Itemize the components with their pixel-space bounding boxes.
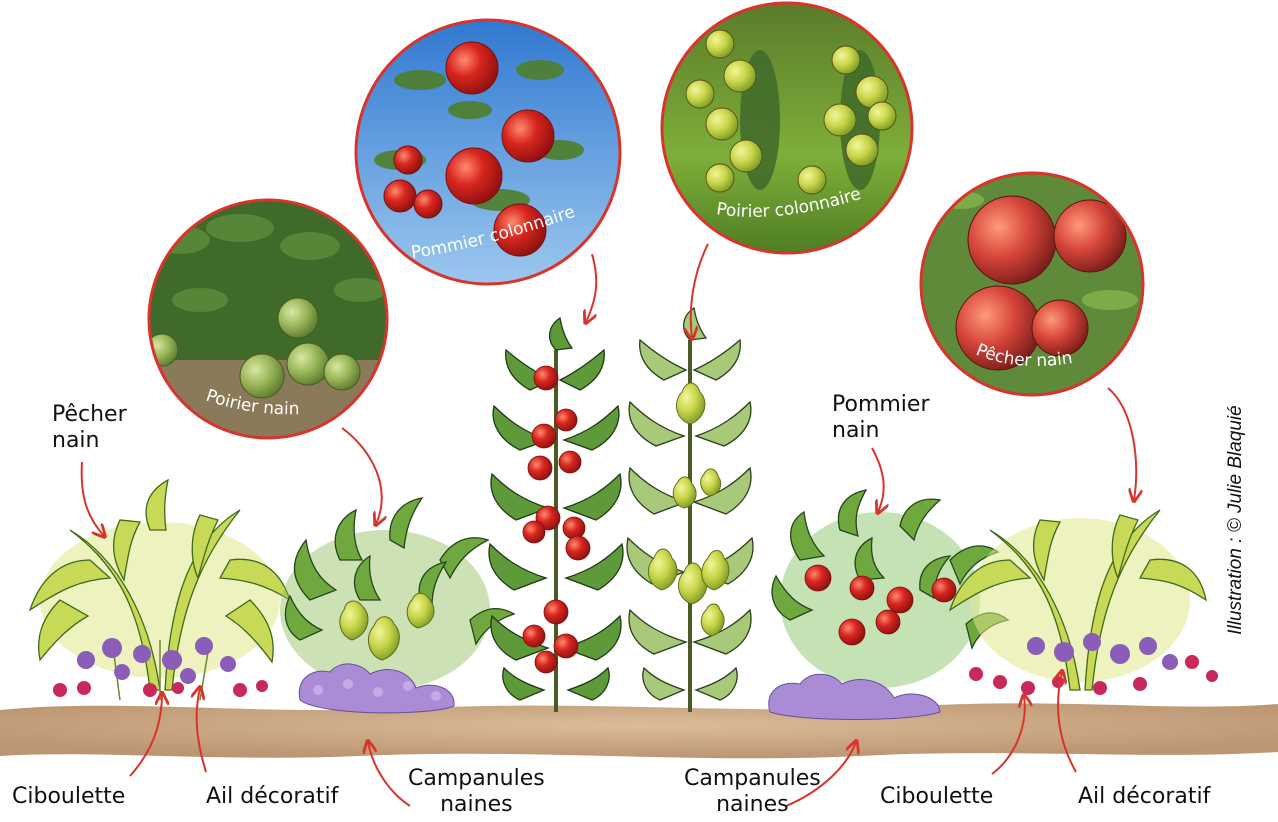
label-pecher-nain-left: Pêcher nain [52,402,127,454]
arrow-pecher-nain-right [1108,388,1136,500]
plant-pecher-nain-left [30,480,290,700]
circle-poirier-colonnaire: Poirier colonnaire [660,0,920,260]
label-ail-decoratif-right: Ail décoratif [1078,784,1210,810]
circle-pecher-nain: Pêcher nain [916,170,1156,410]
arrow-poirier-nain [342,428,382,524]
label-campanules-left: Campanules naines [408,766,545,818]
ground [0,703,1278,758]
plant-pecher-nain-right [950,510,1218,695]
plant-poirier-colonnaire [627,308,753,712]
arrow-pommier-colonnaire [586,254,596,322]
label-campanules-right: Campanules naines [684,766,821,818]
label-ciboulette-right: Ciboulette [880,784,993,810]
circle-poirier-nain: Poirier nain [140,190,400,450]
label-ail-decoratif-left: Ail décoratif [206,784,338,810]
illustration-credit: Illustration : © Julie Blaquié [1225,405,1247,634]
circle-pommier-colonnaire: Pommier colonnaire [350,18,630,288]
arrow-pommier-nain [872,448,884,512]
arrow-pecher-nain-left [82,462,104,536]
plant-poirier-nain [280,498,514,713]
label-ciboulette-left: Ciboulette [12,784,125,810]
plant-pommier-colonnaire [489,318,623,712]
label-pommier-nain-right: Pommier nain [832,392,930,444]
